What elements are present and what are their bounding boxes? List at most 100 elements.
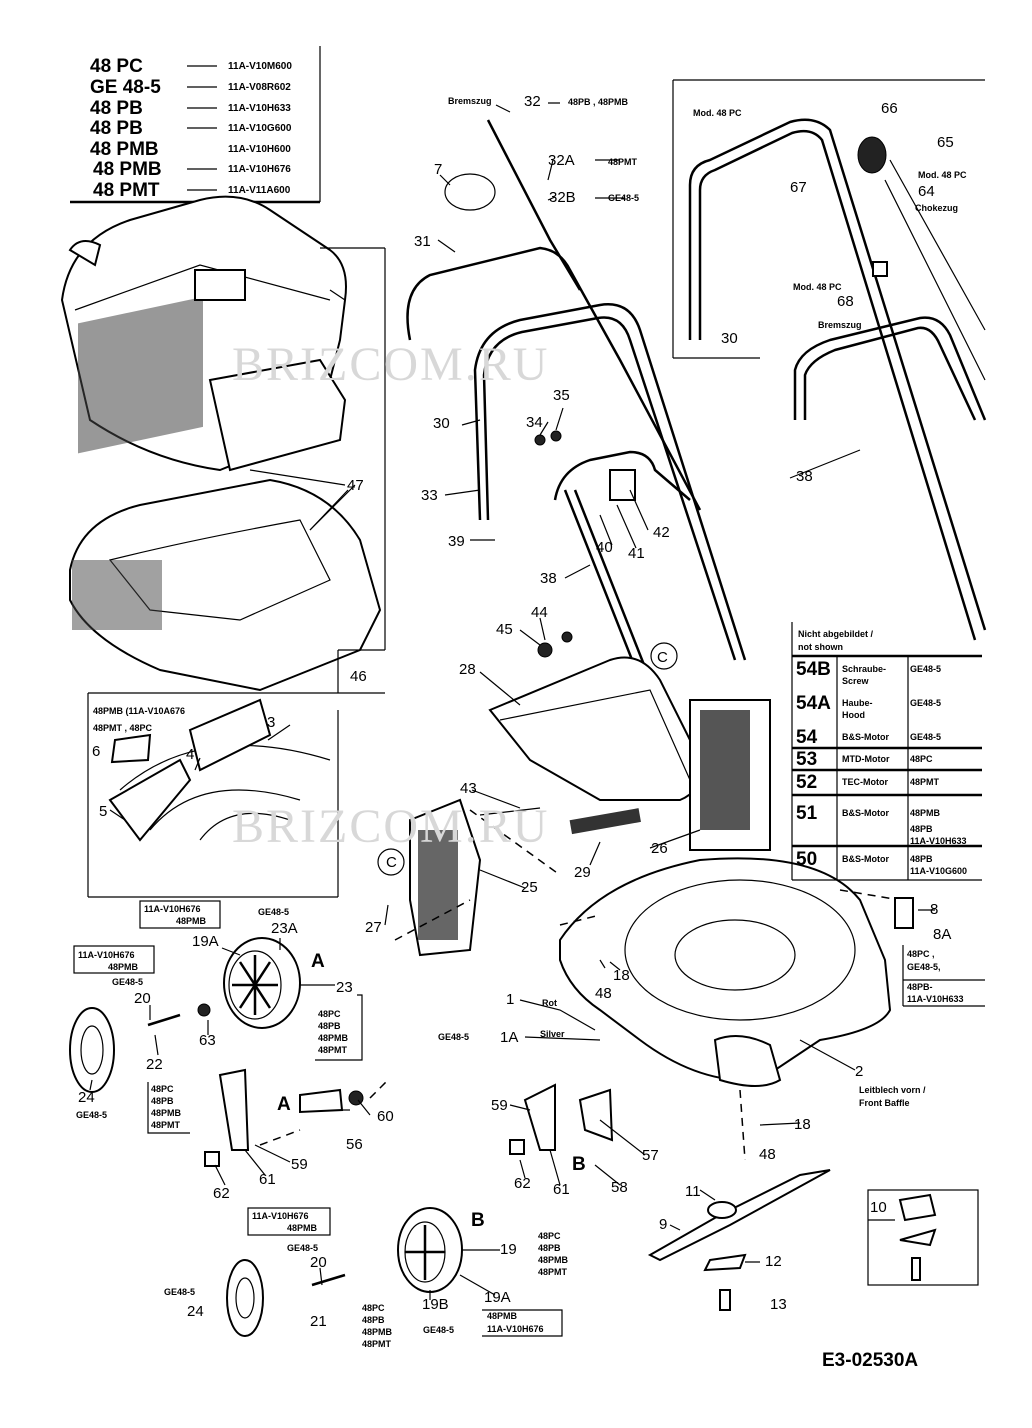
callout-label: 24: [187, 1303, 204, 1320]
callout-label: 21: [310, 1313, 327, 1330]
part-models: 48PB: [910, 854, 933, 864]
callout-label: 48PB: [151, 1096, 174, 1106]
callout-label: 48PC: [151, 1084, 174, 1094]
callout-label: 45: [496, 621, 513, 638]
model-number: 11A-V10H676: [228, 164, 291, 175]
model-number: 11A-V08R602: [228, 82, 291, 93]
callout-label: GE48-5: [164, 1287, 195, 1297]
watermark: BRIZCOM.RU: [232, 338, 549, 391]
callout-label: 48PMB: [151, 1108, 182, 1118]
callout-label: 3: [267, 714, 275, 731]
callout-label: 48PMB: [487, 1311, 518, 1321]
callout-label: 48: [759, 1146, 776, 1163]
part-models: 11A-V10G600: [910, 866, 967, 876]
callout-label: 6: [92, 743, 100, 760]
callout-label: 48PB: [538, 1243, 561, 1253]
callout-label: GE48-5: [287, 1243, 318, 1253]
model-name: 48 PC: [90, 56, 143, 77]
part-models: GE48-5: [910, 698, 941, 708]
callout-label: 13: [770, 1296, 787, 1313]
part-description: MTD-Motor: [842, 754, 890, 764]
callout-label: 11A-V10H633: [907, 994, 964, 1004]
part-models: 11A-V10H633: [910, 836, 967, 846]
callout-label: 11: [685, 1183, 701, 1200]
mulch-plug-drawing: [108, 698, 331, 842]
callout-label: 2: [855, 1063, 863, 1080]
part-models: 48PB: [910, 824, 933, 834]
model-name: 48 PMT: [93, 180, 160, 201]
callout-label: GE48-5: [438, 1032, 469, 1042]
callout-label: 33: [421, 487, 438, 504]
callout-label: Silver: [540, 1029, 565, 1039]
callout-label: 48PC: [362, 1303, 385, 1313]
callout-label: 29: [574, 864, 591, 881]
part-models: GE48-5: [910, 732, 941, 742]
callout-label: 30: [433, 415, 450, 432]
callout-label: 48PB , 48PMB: [568, 97, 629, 107]
callout-label: 62: [213, 1185, 230, 1202]
callout-label: 46: [350, 668, 367, 685]
callout-label: 19: [500, 1241, 517, 1258]
callout-label: Mod. 48 PC: [918, 170, 967, 180]
callout-label: 18: [613, 967, 630, 984]
callout-label: 11A-V10H676: [78, 950, 135, 960]
model-number: 11A-V10H600: [228, 144, 291, 155]
callout-label: 48PMT: [608, 157, 638, 167]
part-number: 52: [796, 772, 817, 793]
grass-catcher-drawing: [60, 195, 382, 692]
callout-label: 4: [186, 746, 194, 763]
part-models: 48PMT: [910, 777, 940, 787]
callout-label: A: [277, 1094, 291, 1115]
model-name: 48 PB: [90, 118, 143, 139]
model-number: 11A-V10G600: [228, 123, 292, 134]
handle-inset-frame: [672, 79, 985, 359]
callout-label: 48PB: [362, 1315, 385, 1325]
callout-label: C: [657, 649, 668, 666]
part-number: 54: [796, 727, 818, 748]
callout-label: 26: [651, 840, 668, 857]
callout-label: 40: [596, 539, 613, 556]
callout-label: 67: [790, 179, 807, 196]
note-frames: [73, 900, 985, 1337]
callout-label: 48PMB: [362, 1327, 393, 1337]
callout-label: 57: [642, 1147, 659, 1164]
callout-label: 48PMB: [287, 1223, 318, 1233]
callout-label: 41: [628, 545, 645, 562]
callout-label: C: [386, 854, 397, 871]
callout-label: 48PC: [318, 1009, 341, 1019]
callout-label: 24: [78, 1089, 95, 1106]
not-shown-header: Nicht abgebildet /: [798, 629, 874, 639]
callout-label: GE48-5: [76, 1110, 107, 1120]
callout-label: GE48-5: [258, 907, 289, 917]
part-description: B&S-Motor: [842, 732, 889, 742]
callout-label: 19A: [192, 933, 219, 950]
callout-label: 48PMT , 48PC: [93, 723, 153, 733]
callout-label: 5: [99, 803, 107, 820]
callout-label: 48PMB: [538, 1255, 569, 1265]
part-models: GE48-5: [910, 664, 941, 674]
callout-label: 20: [310, 1254, 327, 1271]
callout-label: 48PMT: [538, 1267, 568, 1277]
callout-label: 48PC: [538, 1231, 561, 1241]
callout-label: Mod. 48 PC: [793, 282, 842, 292]
leader-lines: [89, 102, 935, 1300]
callout-label: 10: [870, 1199, 887, 1216]
callout-label: 7: [434, 161, 442, 178]
callout-label: 62: [514, 1175, 531, 1192]
callout-label: 8A: [933, 926, 951, 943]
callout-label: 58: [611, 1179, 628, 1196]
callout-label: 63: [199, 1032, 216, 1049]
callout-label: 48PMB: [318, 1033, 349, 1043]
part-description: TEC-Motor: [842, 777, 888, 787]
callout-label: 30: [721, 330, 738, 347]
callout-label: 11A-V10H676: [144, 904, 201, 914]
engine-drawing: [377, 656, 771, 957]
callout-label: 64: [918, 183, 935, 200]
callout-label: 38: [540, 570, 557, 587]
callout-label: 9: [659, 1216, 667, 1233]
part-number: 51: [796, 803, 818, 824]
callout-label: Bremszug: [448, 96, 492, 106]
callout-label: 11A-V10H676: [487, 1324, 544, 1334]
